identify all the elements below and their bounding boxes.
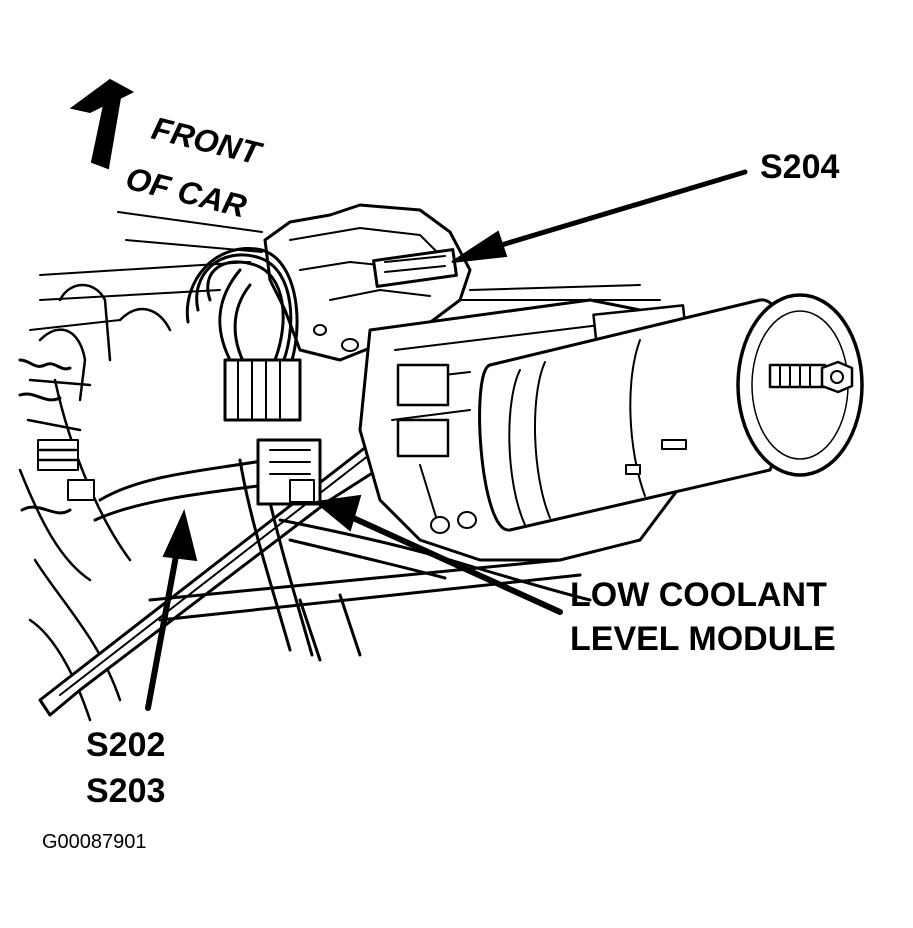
low-coolant-level-module xyxy=(256,438,322,506)
dash-background-lines xyxy=(29,211,661,331)
callout-label-s204: S204 xyxy=(760,148,839,186)
callout-label-s202: S202 xyxy=(86,726,165,764)
front-of-car-label-line1: FRONT xyxy=(148,110,266,172)
front-arrow xyxy=(69,78,135,170)
callout-label-low-coolant-line1: LOW COOLANT xyxy=(570,576,827,614)
upper-bracket-assembly xyxy=(263,203,472,362)
connector-s204 xyxy=(372,248,458,288)
figure-id-label: G00087901 xyxy=(42,831,147,853)
harness-connector-block xyxy=(223,358,302,422)
callout-arrow-s204 xyxy=(451,169,748,263)
left-harness-area xyxy=(18,283,172,722)
callout-label-low-coolant-line2: LEVEL MODULE xyxy=(570,620,836,658)
callout-arrow-s202-s203 xyxy=(145,508,198,711)
callout-arrow-low-coolant xyxy=(313,494,563,615)
callout-label-s203: S203 xyxy=(86,772,165,810)
column-end-cap xyxy=(736,293,864,477)
wire-loop-bundle xyxy=(185,247,299,380)
